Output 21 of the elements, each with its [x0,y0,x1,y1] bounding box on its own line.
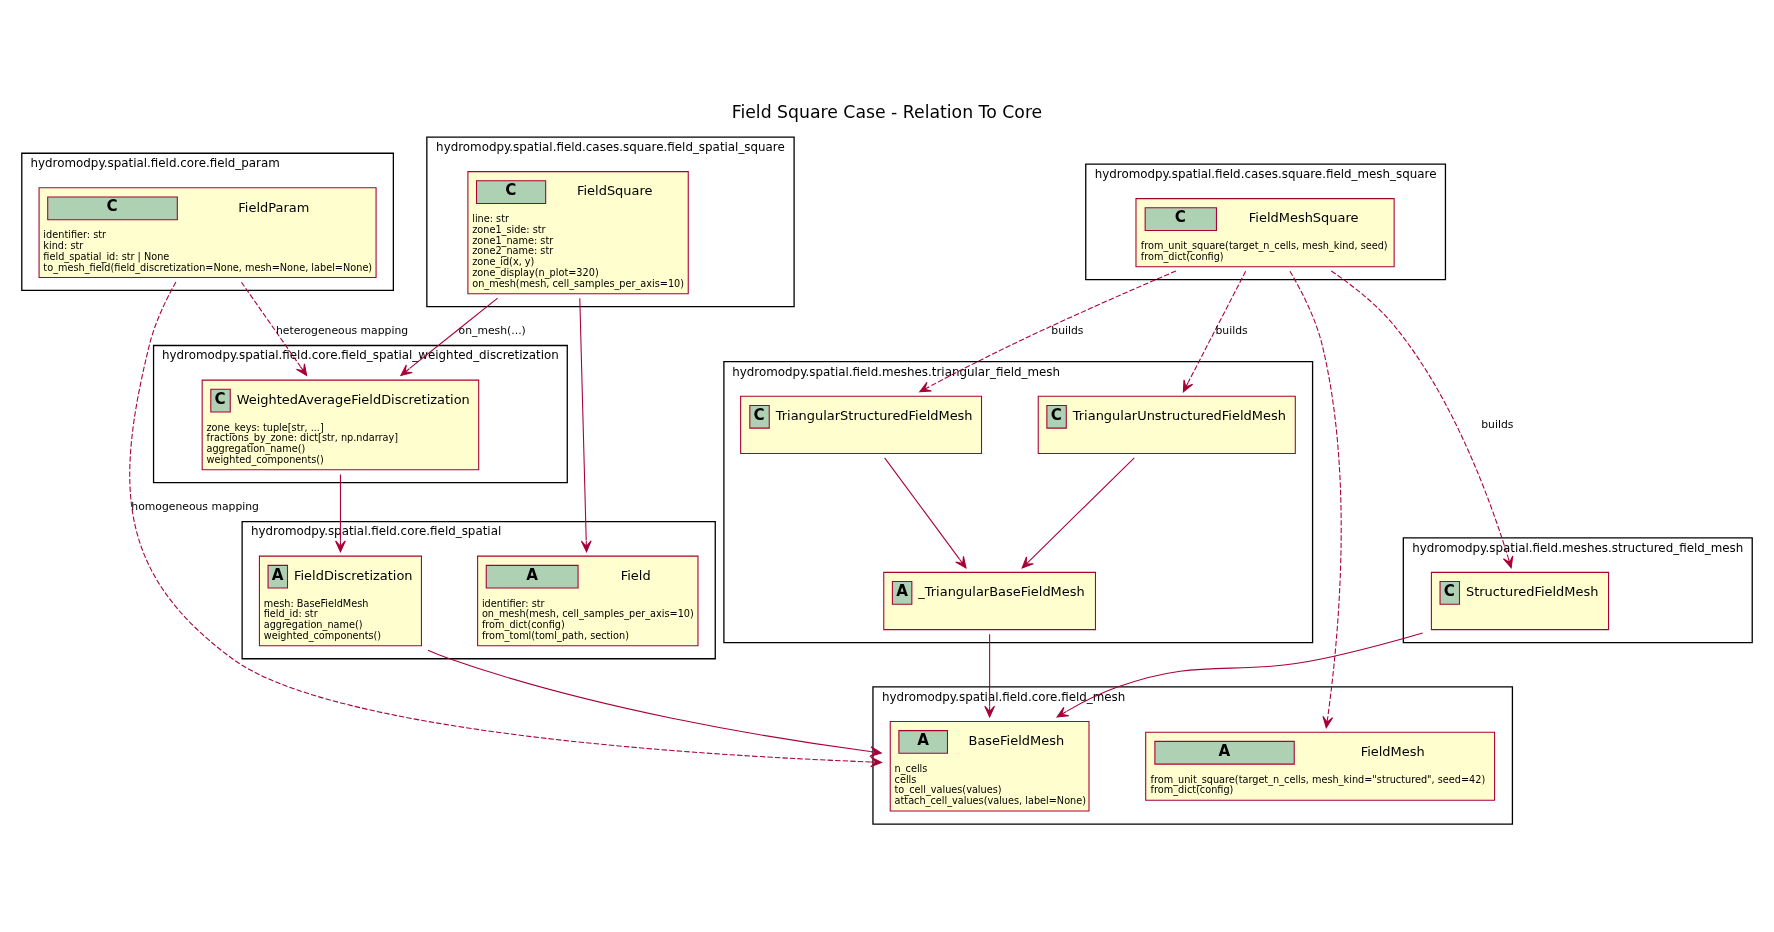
arrow [129,281,883,767]
edge-label: builds [1481,417,1514,431]
arrow [1289,270,1342,728]
arrow [1182,270,1247,392]
arrow [400,297,499,376]
arrow [427,649,882,757]
diagram-title: Field Square Case - Relation To Core [731,101,1043,122]
arrow [335,473,346,552]
arrow [884,456,967,568]
arrow [984,633,995,717]
arrow [1021,456,1135,568]
arrow [1056,631,1424,718]
edge-label: builds [1215,323,1248,337]
arrow [919,269,1177,392]
edge-label: heterogeneous mapping [275,323,409,337]
edge-label: homogeneous mapping [131,499,259,513]
edge-label: builds [1051,323,1084,337]
arrow [1330,270,1514,568]
edge-label: on_mesh(...) [458,323,526,337]
arrow [579,297,592,552]
arrow [240,281,308,376]
